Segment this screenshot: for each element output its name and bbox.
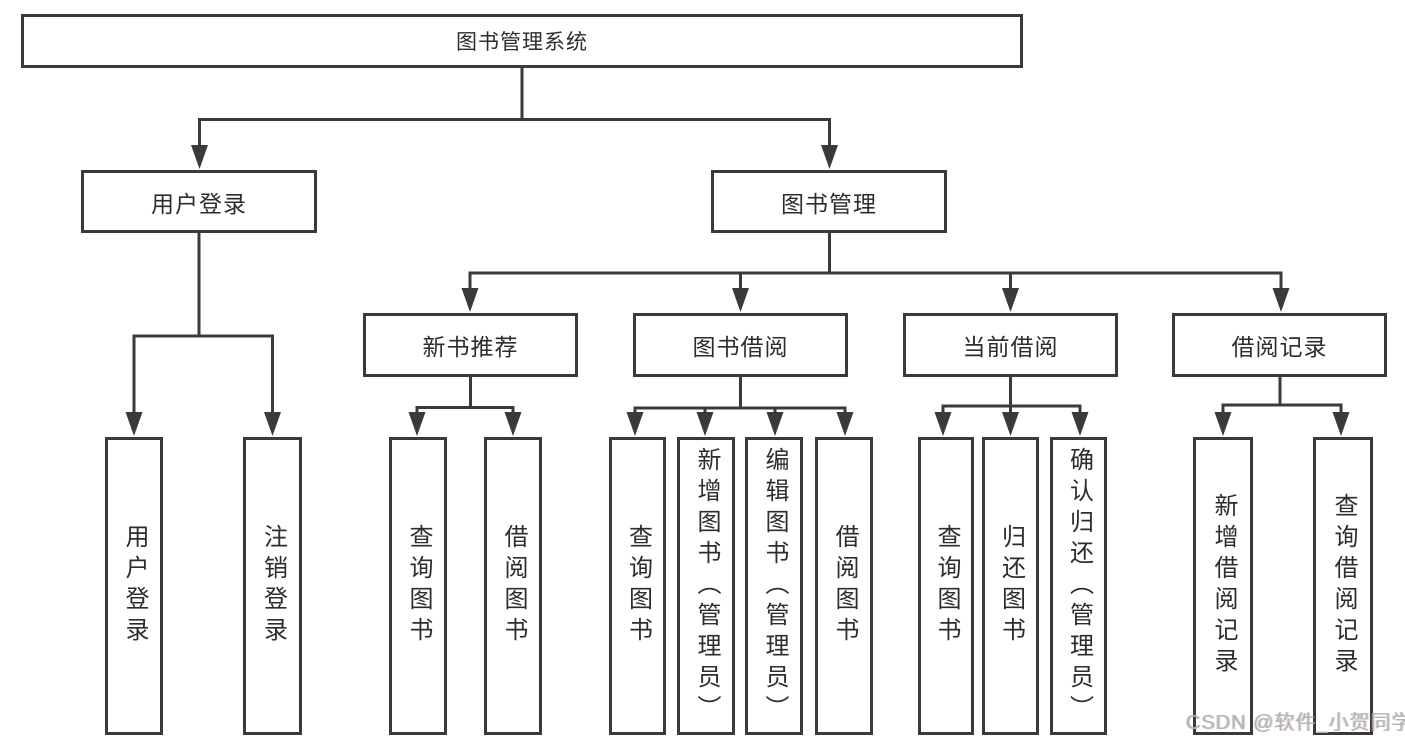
leaf-confirm-return-admin: 确认归还（管理员）: [1050, 437, 1107, 735]
leaf-user-login-label: 用户登录: [121, 524, 148, 648]
leaf-query-borrow-record-label: 查询借阅记录: [1330, 493, 1357, 679]
leaf-edit-book-admin: 编辑图书（管理员）: [745, 437, 803, 735]
node-user-login: 用户登录: [81, 170, 317, 233]
arrowheads: [125, 145, 1350, 436]
leaf-add-borrow-record-label: 新增借阅记录: [1210, 493, 1237, 679]
node-root: 图书管理系统: [21, 14, 1023, 68]
leaf-user-login: 用户登录: [105, 437, 163, 735]
leaf-logout-label: 注销登录: [259, 524, 287, 648]
leaf-borrow-books-recommend: 借阅图书: [484, 437, 542, 735]
node-new-book-recommend-label: 新书推荐: [422, 334, 519, 360]
node-root-label: 图书管理系统: [456, 31, 588, 54]
node-book-management: 图书管理: [711, 170, 947, 233]
leaf-add-book-admin-label: 新增图书（管理员）: [693, 446, 720, 726]
leaf-confirm-return-admin-label: 确认归还（管理员）: [1065, 446, 1093, 726]
leaf-edit-book-admin-label: 编辑图书（管理员）: [761, 446, 788, 726]
node-current-borrowing: 当前借阅: [903, 313, 1118, 377]
node-new-book-recommend: 新书推荐: [363, 313, 578, 377]
leaf-query-borrow-record: 查询借阅记录: [1313, 437, 1373, 735]
node-book-borrowing: 图书借阅: [633, 313, 848, 377]
leaf-query-books-borrowing-label: 查询图书: [624, 524, 652, 648]
node-book-borrowing-label: 图书借阅: [692, 334, 789, 360]
leaf-query-books-recommend: 查询图书: [389, 437, 447, 735]
leaf-borrow-books-borrowing-label: 借阅图书: [831, 524, 858, 648]
leaf-query-books-recommend-label: 查询图书: [405, 524, 432, 648]
leaf-query-books-current-label: 查询图书: [933, 524, 960, 648]
leaf-return-books: 归还图书: [982, 437, 1039, 735]
node-current-borrowing-label: 当前借阅: [962, 334, 1059, 360]
node-user-login-label: 用户登录: [151, 190, 247, 217]
leaf-logout: 注销登录: [243, 437, 302, 735]
node-borrowing-records: 借阅记录: [1172, 313, 1387, 377]
leaf-borrow-books-borrowing: 借阅图书: [815, 437, 873, 735]
leaf-query-books-borrowing: 查询图书: [609, 437, 666, 735]
leaf-query-books-current: 查询图书: [918, 437, 974, 735]
leaf-add-borrow-record: 新增借阅记录: [1193, 437, 1253, 735]
node-book-management-label: 图书管理: [781, 190, 877, 217]
leaf-borrow-books-recommend-label: 借阅图书: [500, 524, 527, 648]
leaf-add-book-admin: 新增图书（管理员）: [677, 437, 735, 735]
leaf-return-books-label: 归还图书: [997, 524, 1025, 648]
watermark-text: CSDN @软件_小贺同学: [1186, 712, 1405, 734]
node-borrowing-records-label: 借阅记录: [1231, 334, 1328, 360]
